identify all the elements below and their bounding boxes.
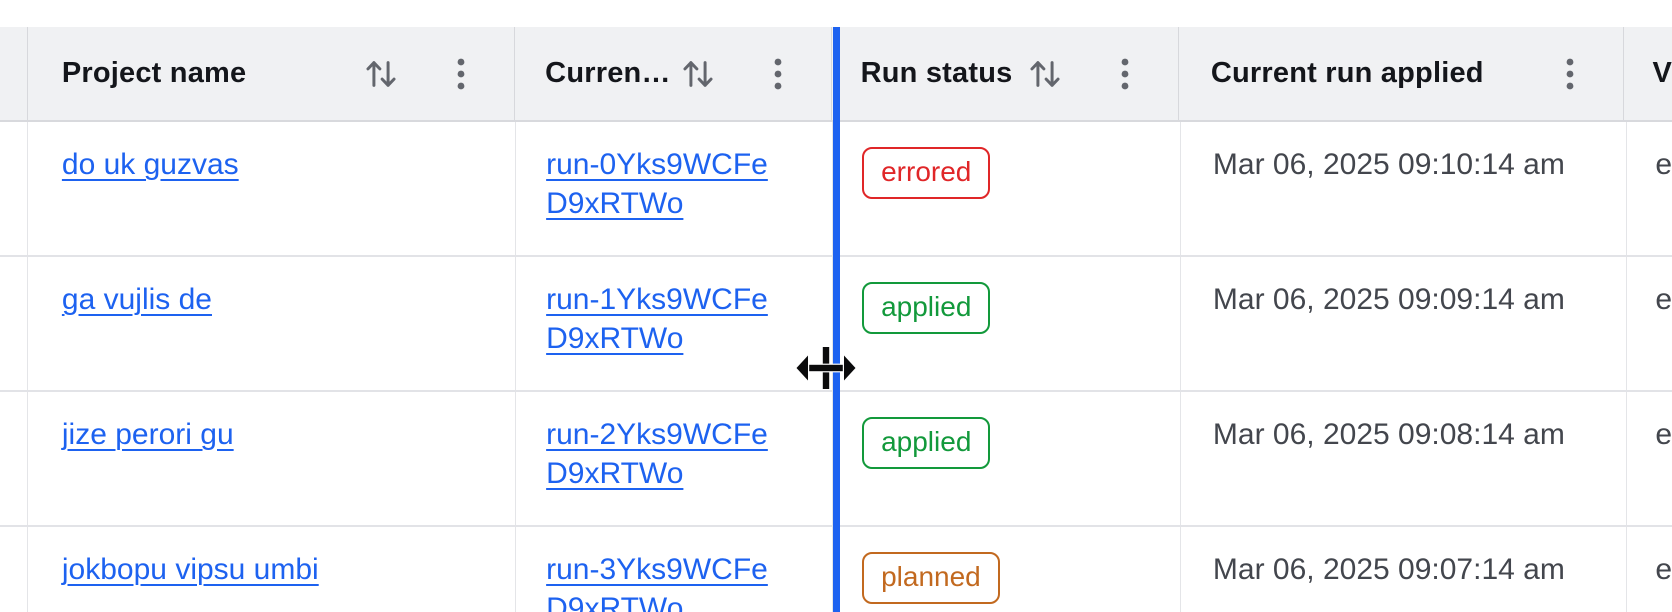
column-menu-button[interactable] xyxy=(1565,57,1575,91)
run-link[interactable]: run-2Yks9WCFeD9xRTWo xyxy=(546,418,768,490)
current-run-applied-cell: Mar 06, 2025 09:07:14 am xyxy=(1181,527,1628,612)
header-next-column-clipped: V xyxy=(1624,27,1672,120)
header-current-run: Curren… xyxy=(515,27,832,120)
project-link[interactable]: jize perori gu xyxy=(61,418,234,451)
sort-arrows-icon xyxy=(683,60,713,87)
run-status-cell: applied xyxy=(833,392,1181,525)
clipped-column-cell: e xyxy=(1627,122,1672,255)
column-menu-button[interactable] xyxy=(456,57,466,91)
sort-button[interactable] xyxy=(364,55,398,93)
run-status-badge: errored xyxy=(862,147,991,199)
current-run-applied-cell: Mar 06, 2025 09:10:14 am xyxy=(1181,122,1628,255)
project-name-header-label: Project name xyxy=(61,57,247,89)
project-name-cell: do uk guzvas xyxy=(28,122,517,255)
current-run-applied-header-label: Current run applied xyxy=(1210,57,1484,89)
col-resize-cursor-icon xyxy=(796,346,856,390)
sort-button[interactable] xyxy=(681,55,715,93)
applied-timestamp: Mar 06, 2025 09:10:14 am xyxy=(1212,148,1565,181)
current-run-applied-cell: Mar 06, 2025 09:08:14 am xyxy=(1181,392,1628,525)
clipped-column-cell: e xyxy=(1627,392,1672,525)
project-link[interactable]: do uk guzvas xyxy=(61,148,239,181)
clipped-column-cell: e xyxy=(1627,257,1672,390)
project-name-cell: jize perori gu xyxy=(28,392,517,525)
run-status-cell: applied xyxy=(833,257,1181,390)
column-menu-button[interactable] xyxy=(773,57,783,91)
project-name-cell: jokbopu vipsu umbi xyxy=(28,527,517,612)
row-gutter-cell xyxy=(0,122,28,255)
row-gutter-cell xyxy=(0,257,28,390)
table-row: jokbopu vipsu umbi run-3Yks9WCFeD9xRTWo pl… xyxy=(0,527,1672,612)
run-link[interactable]: run-1Yks9WCFeD9xRTWo xyxy=(546,283,768,355)
current-run-cell: run-1Yks9WCFeD9xRTWo xyxy=(516,257,834,390)
project-link[interactable]: ga vujlis de xyxy=(61,283,212,316)
kebab-icon xyxy=(1567,58,1574,89)
run-status-badge: applied xyxy=(862,282,991,334)
applied-timestamp: Mar 06, 2025 09:07:14 am xyxy=(1212,553,1565,586)
clipped-cell-text: e xyxy=(1655,418,1672,451)
column-resize-indicator[interactable] xyxy=(833,27,840,612)
header-gutter-cell xyxy=(0,27,28,120)
run-status-badge: planned xyxy=(862,552,1000,604)
row-gutter-cell xyxy=(0,392,28,525)
run-status-cell: errored xyxy=(833,122,1181,255)
sort-button[interactable] xyxy=(1028,55,1062,93)
clipped-cell-text: e xyxy=(1655,283,1672,316)
kebab-icon xyxy=(1121,58,1129,89)
sort-arrows-icon xyxy=(366,60,396,87)
kebab-icon xyxy=(457,58,465,89)
run-link[interactable]: run-0Yks9WCFeD9xRTWo xyxy=(546,148,768,220)
header-current-run-applied: Current run applied xyxy=(1179,27,1625,120)
current-run-cell: run-2Yks9WCFeD9xRTWo xyxy=(516,392,834,525)
run-status-header-label: Run status xyxy=(860,57,1013,89)
column-menu-button[interactable] xyxy=(1120,57,1130,91)
clipped-cell-text: e xyxy=(1655,553,1672,586)
run-link[interactable]: run-3Yks9WCFeD9xRTWo xyxy=(546,553,768,612)
clipped-header-label: V xyxy=(1652,57,1672,89)
project-name-cell: ga vujlis de xyxy=(28,257,517,390)
run-status-cell: planned xyxy=(833,527,1181,612)
current-run-cell: run-3Yks9WCFeD9xRTWo xyxy=(516,527,834,612)
current-run-applied-cell: Mar 06, 2025 09:09:14 am xyxy=(1181,257,1628,390)
header-project-name: Project name xyxy=(28,27,516,120)
sort-arrows-icon xyxy=(1030,60,1060,87)
project-link[interactable]: jokbopu vipsu umbi xyxy=(61,553,319,586)
clipped-column-cell: e xyxy=(1627,527,1672,612)
current-run-header-label: Curren… xyxy=(545,57,671,89)
applied-timestamp: Mar 06, 2025 09:08:14 am xyxy=(1212,418,1565,451)
current-run-cell: run-0Yks9WCFeD9xRTWo xyxy=(516,122,834,255)
row-gutter-cell xyxy=(0,527,28,612)
applied-timestamp: Mar 06, 2025 09:09:14 am xyxy=(1212,283,1565,316)
kebab-icon xyxy=(774,58,782,89)
clipped-cell-text: e xyxy=(1655,148,1672,181)
header-run-status: Run status xyxy=(832,27,1179,120)
run-status-badge: applied xyxy=(862,417,991,469)
